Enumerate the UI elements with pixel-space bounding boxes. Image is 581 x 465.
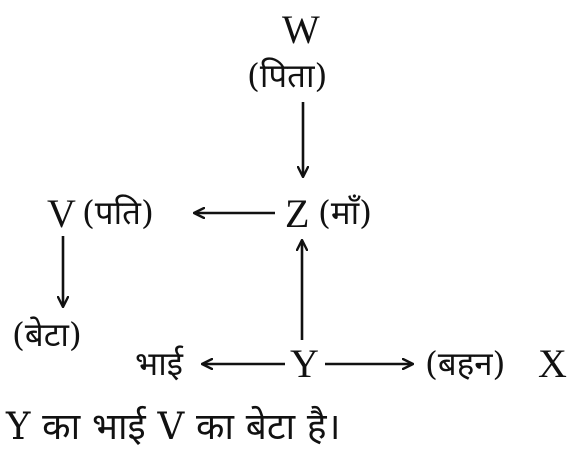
node-w-name: W [282, 7, 320, 52]
node-son-relation: (बेटा) [12, 315, 82, 354]
node-v-name: V [47, 191, 76, 236]
node-x-relation: (बहन) [425, 344, 506, 383]
node-w-relation: (पिता) [247, 56, 328, 95]
node-v-relation: (पति) [82, 193, 154, 232]
node-y-name: Y [290, 341, 319, 386]
node-z-name: Z [285, 191, 310, 236]
conclusion-text: Y का भाई V का बेटा है। [6, 405, 341, 448]
node-x-name: X [538, 341, 567, 386]
node-z-relation: (माँ) [318, 193, 373, 232]
node-brother-relation: भाई [135, 344, 183, 383]
